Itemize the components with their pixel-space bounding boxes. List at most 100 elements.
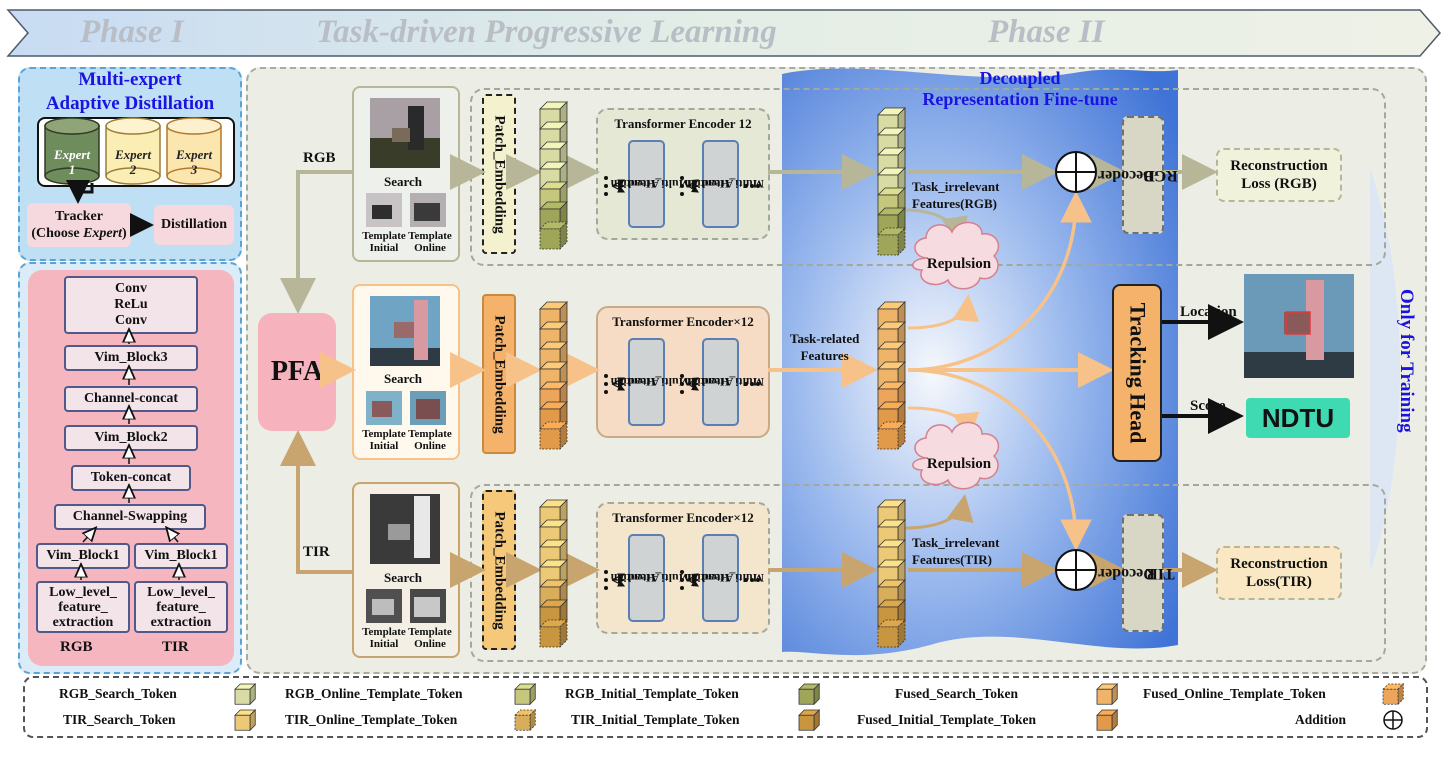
multi-expert-title-line2: Adaptive Distillation — [45, 93, 215, 114]
repulsion-bottom-label: Repulsion — [926, 456, 992, 472]
repulsion-top-label: Repulsion — [926, 256, 992, 272]
task-related-line2: Features — [800, 348, 849, 363]
vim-block1-rgb-label: Vim_Block1 — [46, 548, 120, 563]
fused-template-online-image — [410, 391, 446, 425]
rgb-input-label: RGB — [303, 150, 336, 166]
legend-tir-online-label: TIR_Online_Template_Token — [285, 712, 458, 727]
legend-tir-search-icon — [234, 709, 257, 732]
legend-fused-initial-label: Fused_Initial_Template_Token — [857, 712, 1037, 727]
expert-3-name: Expert — [175, 147, 213, 162]
tir-addition-icon — [1055, 549, 1097, 591]
expert-2-label: Expert 2 — [106, 147, 160, 177]
expert-3-cylinder-icon — [166, 117, 222, 185]
arrow-up-7 — [170, 532, 178, 542]
tir-input-label: TIR — [303, 544, 330, 560]
rgb-feature-stack-initial-template-token-6 — [877, 227, 906, 256]
legend-rgb-initial-label: RGB_Initial_Template_Token — [565, 686, 739, 701]
fused-to-repulsion-top-arrow — [907, 294, 980, 330]
progressive-learning-label: Task-driven Progressive Learning — [316, 14, 777, 50]
channel-swapping-label: Channel-Swapping — [72, 509, 188, 524]
legend-fused-online-label: Fused_Online_Template_Token — [1143, 686, 1326, 701]
legend-rgb-search-label: RGB_Search_Token — [59, 686, 177, 701]
conv-line-2: Conv — [115, 313, 147, 328]
legend-fused-search-label: Fused_Search_Token — [895, 686, 1019, 701]
tir-to-repulsion-arrow — [904, 494, 974, 530]
training-only-bracket — [1370, 168, 1400, 572]
rgb-loss-line1: Reconstruction — [1230, 158, 1328, 174]
expert-1-name: Expert — [53, 147, 91, 162]
location-label: Location — [1180, 304, 1237, 320]
fused-template-online-line1: Template — [408, 428, 452, 440]
legend-addition: Addition — [1295, 712, 1346, 728]
legend-addition-label: Addition — [1295, 712, 1347, 727]
left-rgb-label: RGB — [60, 639, 93, 655]
legend-tir-online-icon — [514, 709, 537, 732]
legend-rgb-search-icon — [234, 683, 257, 706]
rgb-search-label: Search — [384, 174, 423, 189]
score-label: Score — [1190, 398, 1226, 414]
fused-search-image — [370, 296, 440, 366]
tir-to-pfa-link — [280, 430, 352, 574]
task-irrelevant-rgb-line1: Task_irrelevant — [912, 179, 1000, 194]
tir-template-initial-line1: Template — [362, 626, 406, 638]
rgb-template-online-line1: Template — [408, 230, 452, 242]
legend-tir-initial-icon — [798, 709, 821, 732]
rgb-template-initial-line1: Template — [362, 230, 406, 242]
task-related-label: Task-related Features — [790, 330, 859, 364]
repulsion-cloud-top-icon — [912, 221, 1000, 290]
legend-fused-search: Fused_Search_Token — [895, 686, 1018, 702]
fused-feature-stack-initial-template-token-6 — [877, 421, 906, 450]
legend-fused-initial: Fused_Initial_Template_Token — [857, 712, 1036, 728]
low-level-rgb-line3: extraction — [52, 614, 114, 630]
tir-template-online-line1: Template — [408, 626, 452, 638]
task-irrelevant-rgb-label: Task_irrelevant Features(RGB) — [912, 178, 999, 212]
low-level-tir-line3: extraction — [150, 614, 212, 630]
rgb-template-initial-image — [366, 193, 402, 227]
legend-tir-initial-label: TIR_Initial_Template_Token — [571, 712, 740, 727]
phase2-label: Phase II — [988, 14, 1105, 50]
expert-1-num: 1 — [68, 162, 76, 177]
tir-decoder-line2: Decoder — [1097, 564, 1155, 582]
tir-template-initial-line2: Initial — [369, 638, 399, 650]
tir-reconstruction-loss: Reconstruction Loss(TIR) — [1216, 546, 1342, 600]
legend-rgb-initial: RGB_Initial_Template_Token — [565, 686, 739, 702]
task-irrelevant-tir-label: Task_irrelevant Features(TIR) — [912, 534, 999, 568]
low-level-rgb-line2: feature_ — [58, 599, 108, 615]
tir-template-online-image — [410, 589, 446, 623]
task-irrelevant-rgb-line2: Features(RGB) — [912, 196, 997, 211]
decoupled-title-line1: Decoupled — [979, 68, 1061, 88]
legend-rgb-online-icon — [514, 683, 537, 706]
tir-encoder-title: Transformer Encoder×12 — [612, 510, 754, 525]
low-level-rgb-line1: Low_level_ — [49, 584, 117, 600]
expert-3-num: 3 — [190, 162, 198, 177]
arrow-up-6 — [83, 532, 92, 542]
rgb-template-online-line2: Online — [414, 242, 446, 254]
tracker-box: Tracker (Choose Expert) — [27, 203, 131, 247]
legend-fused-online: Fused_Online_Template_Token — [1143, 686, 1326, 702]
fused-template-initial-image — [366, 391, 402, 425]
legend-tir-online: TIR_Online_Template_Token — [285, 712, 457, 728]
low-level-tir-line1: Low_level_ — [147, 584, 215, 600]
multi-expert-title: Multi-expert Adaptive Distillation — [18, 68, 242, 116]
low-level-rgb-box: Low_level_ feature_ extraction — [36, 581, 130, 633]
rgb-decoder-line2: Decoder — [1097, 166, 1155, 184]
rgb-encoder-title: Transformer Encoder 12 — [614, 116, 752, 131]
rgb-addition-icon — [1055, 151, 1097, 193]
decoupled-title: Decoupled Representation Fine-tune — [880, 68, 1160, 110]
task-related-line1: Task-related — [790, 331, 860, 346]
pipeline-connectors — [280, 151, 1244, 591]
tracker-label: Tracker — [55, 209, 103, 224]
vim-block1-tir-label: Vim_Block1 — [144, 548, 218, 563]
tir-search-image — [370, 494, 440, 564]
relu-line: ReLu — [114, 297, 148, 312]
low-level-tir-line2: feature_ — [156, 599, 206, 615]
pfa-label: PFA — [270, 356, 324, 387]
